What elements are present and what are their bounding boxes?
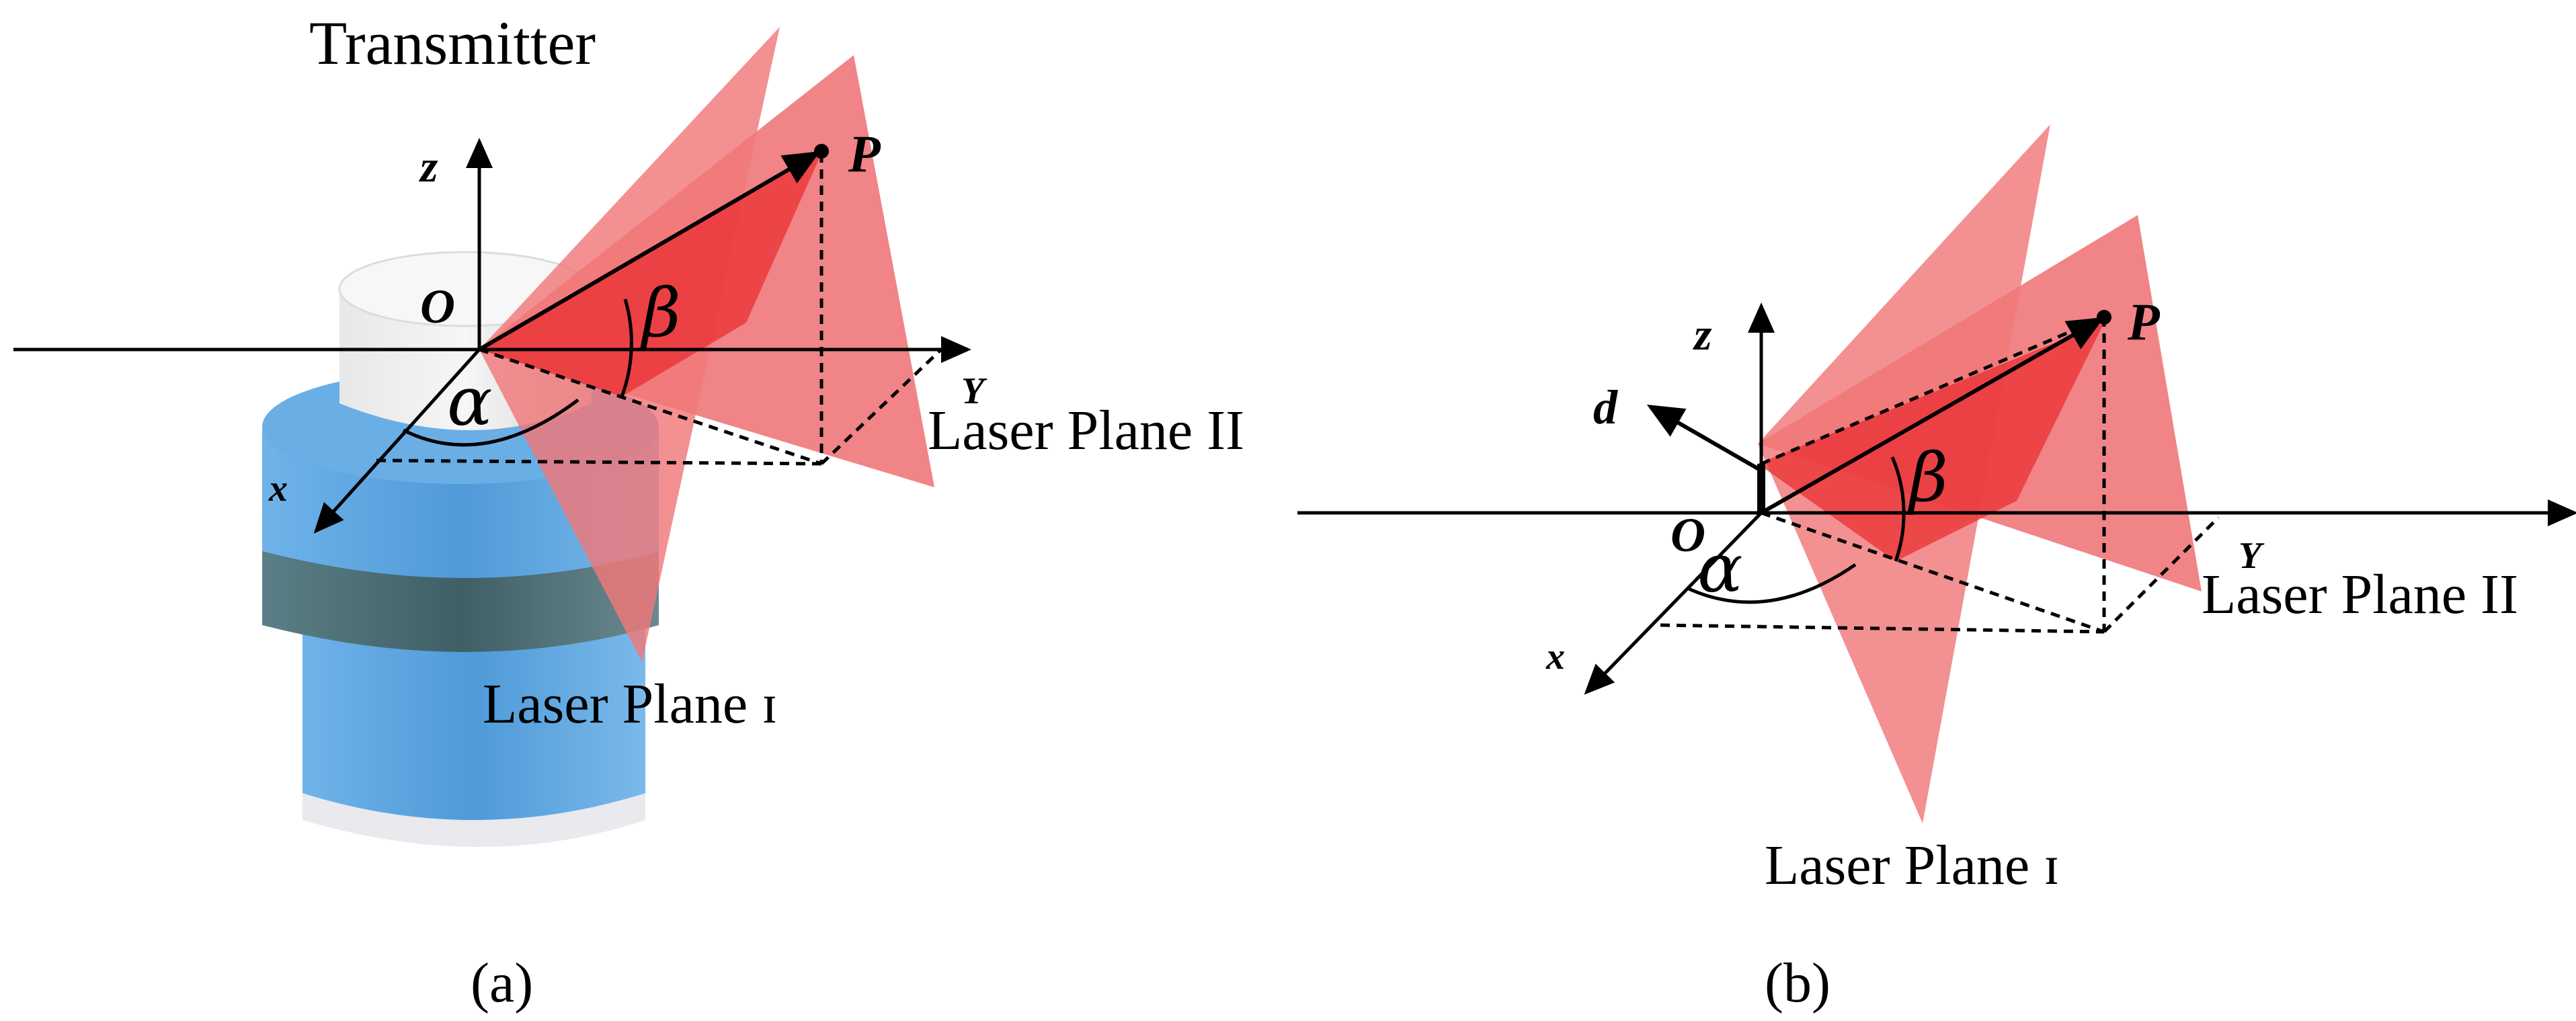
point-p-a: [814, 144, 829, 159]
x-label-b: x: [1545, 636, 1565, 678]
laser-plane-2-label-a: Laser Plane II: [928, 399, 1244, 462]
y-label-a: Y: [961, 370, 988, 412]
device-dark-band: [262, 551, 659, 652]
dashed-projections-a: [376, 153, 942, 466]
caption-b: (b): [1765, 952, 1830, 1014]
laser-planes-b: [1758, 124, 2202, 823]
beta-arc-a: [620, 298, 633, 397]
origin-label-a: O: [420, 280, 455, 333]
y-label-b: Y: [2239, 535, 2265, 577]
vector-op-a: [478, 151, 821, 352]
laser-overlap-a: [479, 153, 821, 397]
dashed-projections-b: [1660, 315, 2220, 634]
laser-plane-1-label-a: Laser Plane ɪ: [483, 673, 778, 735]
x-axis-a: [313, 348, 481, 534]
alpha-arc-b: [1686, 563, 1857, 604]
beta-label-a: β: [639, 274, 681, 352]
laser-overlap-b: [1758, 323, 2104, 561]
point-label-a: P: [848, 124, 881, 183]
caption-a: (a): [471, 952, 533, 1014]
transmitter-title: Transmitter: [309, 9, 596, 77]
panel-a: Transmitter z O P Y x β α Laser Plane II…: [13, 9, 1244, 1014]
x-axis-b: [1584, 512, 1763, 695]
z-label-b: z: [1693, 309, 1712, 360]
point-label-b: P: [2127, 292, 2161, 351]
origin-label-b: O: [1671, 508, 1705, 562]
z-label-a: z: [419, 140, 438, 192]
transmitter-device: [262, 251, 659, 847]
alpha-label-b: α: [1697, 529, 1743, 608]
laser-plane-1-label-b: Laser Plane ɪ: [1765, 834, 2060, 897]
alpha-label-a: α: [447, 362, 493, 441]
vector-op-b: [1760, 317, 2105, 515]
alpha-arc-a: [402, 398, 579, 447]
laser-plane-2-label-b: Laser Plane II: [2202, 563, 2518, 626]
vector-d-b: [1646, 405, 1763, 473]
beta-label-b: β: [1906, 438, 1948, 517]
x-label-a: x: [268, 468, 288, 509]
d-label-b: d: [1593, 380, 1618, 434]
beta-arc-b: [1890, 456, 1906, 562]
panel-b: z d O P Y x β α Laser Plane II Laser Pla…: [1297, 124, 2576, 1014]
